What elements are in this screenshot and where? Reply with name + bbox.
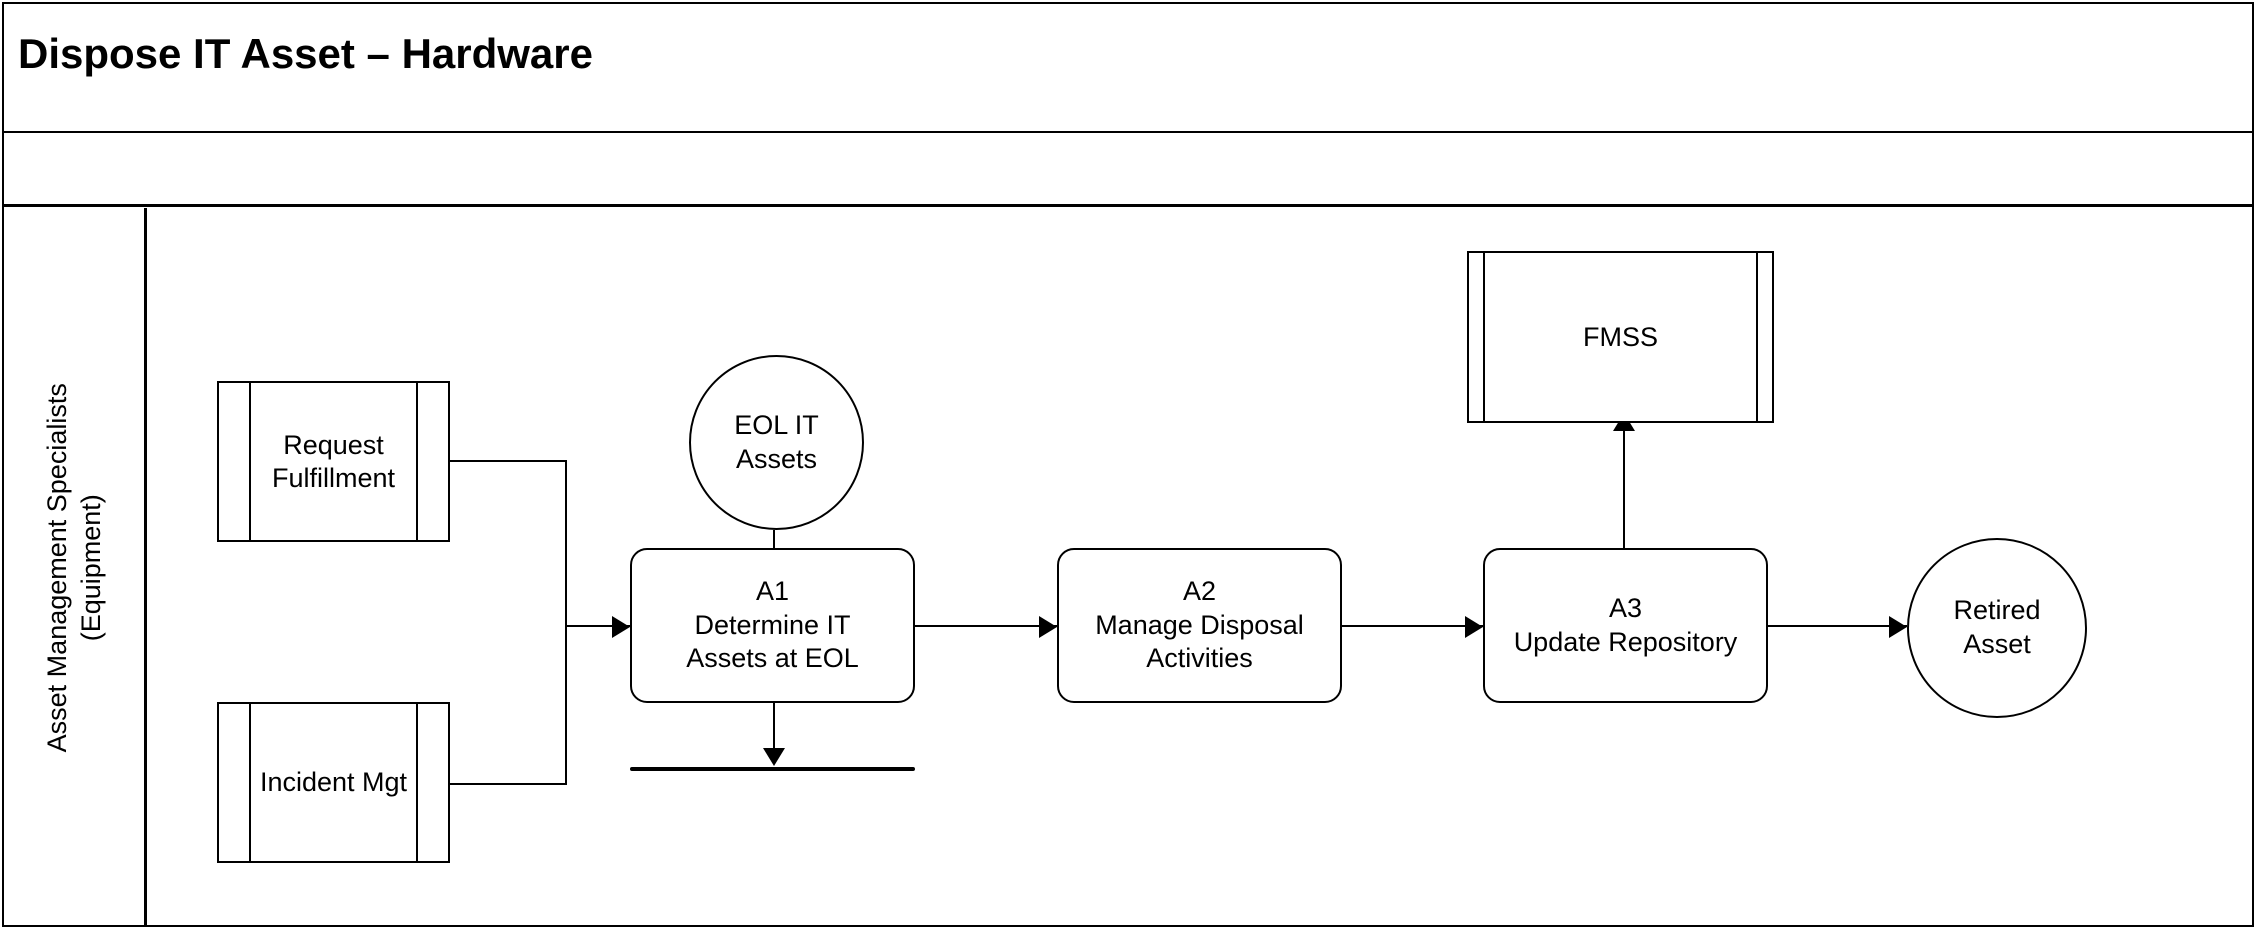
arrowhead-eol-to-a1 bbox=[763, 748, 785, 766]
pool-header-band bbox=[2, 133, 2254, 207]
subprocess-marker-right bbox=[416, 383, 418, 540]
node-fmss[interactable]: FMSS bbox=[1467, 251, 1774, 423]
datastore-marker-left bbox=[1483, 253, 1485, 421]
subprocess-marker-left bbox=[249, 704, 251, 861]
connector-a1-to-a2 bbox=[915, 625, 1057, 627]
swimlane-label-line1: Asset Management Specialists bbox=[41, 382, 72, 753]
connector-a3-to-retired-asset bbox=[1764, 625, 1907, 627]
node-retired-asset[interactable]: Retired Asset bbox=[1907, 538, 2087, 718]
node-a1-shape[interactable]: A1 Determine IT Assets at EOL bbox=[630, 548, 915, 703]
title-band bbox=[2, 2, 2254, 133]
node-request-fulfillment-label: Request Fulfillment bbox=[271, 429, 396, 493]
connector-a3-to-fmss bbox=[1623, 423, 1625, 573]
arrowhead-merge-to-a1 bbox=[612, 616, 630, 638]
arrowhead-a3-to-retired-asset bbox=[1889, 616, 1907, 638]
connector-incident-mgt-segment bbox=[450, 783, 567, 785]
swimlane-body: Request Fulfillment Incident Mgt EOL IT … bbox=[147, 208, 2254, 927]
node-a3-shape[interactable]: A3 Update Repository bbox=[1483, 548, 1768, 703]
subprocess-marker-left bbox=[249, 383, 251, 540]
swimlane-header: Asset Management Specialists (Equipment) bbox=[2, 208, 147, 927]
arrowhead-a2-to-a3 bbox=[1465, 616, 1483, 638]
node-eol-it-assets-label: EOL IT Assets bbox=[734, 409, 819, 474]
node-a1-label: A1 Determine IT Assets at EOL bbox=[686, 575, 859, 674]
connector-merge-to-a1 bbox=[565, 625, 630, 627]
node-request-fulfillment[interactable]: Request Fulfillment bbox=[217, 381, 450, 542]
node-a2-label: A2 Manage Disposal Activities bbox=[1095, 575, 1304, 674]
connector-merge-bus bbox=[565, 460, 567, 785]
swimlane-label: Asset Management Specialists (Equipment) bbox=[2, 208, 147, 927]
node-eol-it-assets[interactable]: EOL IT Assets bbox=[689, 355, 864, 530]
node-fmss-label: FMSS bbox=[1582, 321, 1658, 352]
node-a1-determine-it-assets-at-eol[interactable] bbox=[630, 767, 915, 771]
connector-a2-to-a3 bbox=[1341, 625, 1483, 627]
subprocess-marker-right bbox=[416, 704, 418, 861]
datastore-marker-right bbox=[1756, 253, 1758, 421]
connector-request-fulfillment-segment bbox=[450, 460, 567, 462]
node-a2-shape[interactable]: A2 Manage Disposal Activities bbox=[1057, 548, 1342, 703]
page-title: Dispose IT Asset – Hardware bbox=[18, 30, 593, 77]
node-incident-mgt[interactable]: Incident Mgt bbox=[217, 702, 450, 863]
node-a3-label: A3 Update Repository bbox=[1513, 592, 1738, 657]
arrowhead-a1-to-a2 bbox=[1039, 616, 1057, 638]
node-retired-asset-label: Retired Asset bbox=[1953, 595, 2041, 659]
swimlane-label-line2: (Equipment) bbox=[75, 493, 106, 642]
node-incident-mgt-label: Incident Mgt bbox=[259, 767, 408, 798]
